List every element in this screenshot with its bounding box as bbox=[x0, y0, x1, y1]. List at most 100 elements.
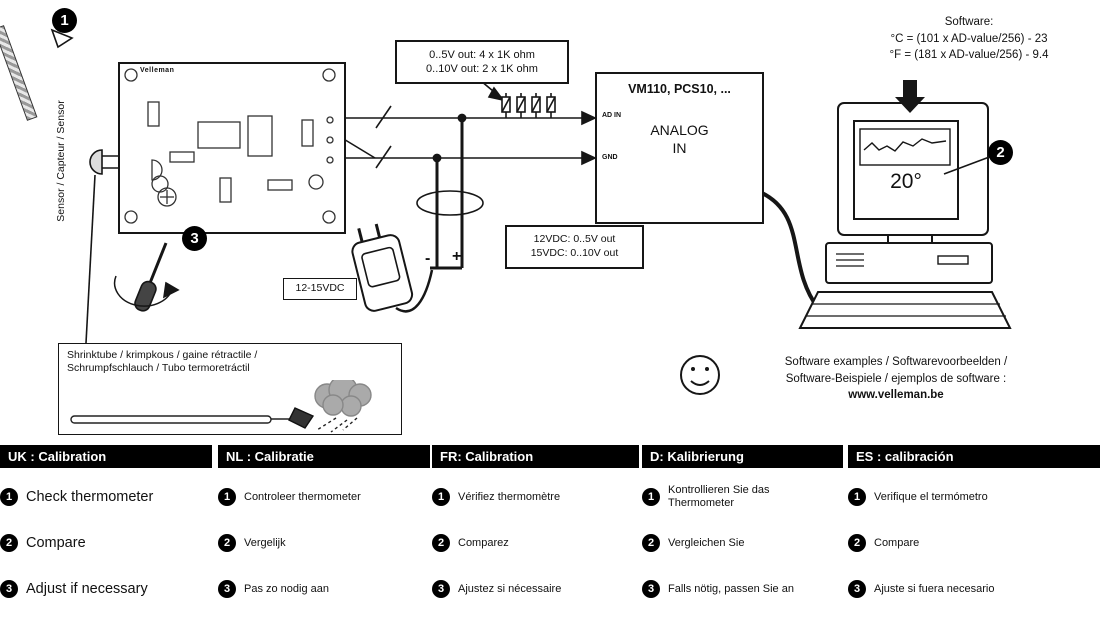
step-number-icon: 3 bbox=[432, 580, 450, 598]
junction-dot-minus bbox=[432, 153, 442, 163]
step-badge-1: 1 bbox=[52, 8, 77, 33]
software-formulas: Software: °C = (101 x AD-value/256) - 23… bbox=[845, 14, 1093, 64]
list-item: 3 Adjust if necessary bbox=[0, 566, 212, 612]
arrowhead-resistors bbox=[487, 86, 505, 102]
waveform-frame bbox=[859, 128, 951, 166]
smiley-icon bbox=[680, 355, 720, 395]
column-header-uk: UK : Calibration bbox=[0, 445, 212, 468]
resistor-array bbox=[501, 93, 556, 118]
step-label: Adjust if necessary bbox=[26, 580, 148, 597]
step-label: Compare bbox=[26, 534, 86, 551]
step-number-icon: 2 bbox=[642, 534, 660, 552]
cable-slash-1 bbox=[375, 105, 392, 129]
step-label: Kontrollieren Sie das Thermometer bbox=[668, 484, 770, 509]
computer-illustration bbox=[798, 102, 1012, 329]
formula-fahrenheit: °F = (181 x AD-value/256) - 9.4 bbox=[889, 49, 1049, 62]
sensor-vertical-label: Sensor / Capteur / Sensor bbox=[55, 100, 67, 222]
shrinktube-text: Shrinktube / krimpkous / gaine rétractil… bbox=[59, 344, 401, 375]
module-analog-in-label: ANALOG IN bbox=[597, 122, 762, 157]
list-item: 2 Comparez bbox=[432, 520, 639, 566]
pc-cable bbox=[759, 190, 820, 310]
examples-line2: Software-Beispiele / ejemplos de softwar… bbox=[785, 372, 1007, 385]
module-title: VM110, PCS10, ... bbox=[628, 82, 731, 96]
in-word: IN bbox=[672, 139, 687, 156]
steps-fr: 1 Vérifiez thermomètre 2 Comparez 3 Ajus… bbox=[432, 468, 639, 612]
shrinktube-box: Shrinktube / krimpkous / gaine rétractil… bbox=[58, 343, 402, 435]
examples-line1: Software examples / Softwarevoorbeelden … bbox=[784, 356, 1008, 368]
junction-dot-plus bbox=[457, 113, 467, 123]
steps-nl: 1 Controleer thermometer 2 Vergelijk 3 P… bbox=[218, 468, 430, 612]
step-label: Falls nötig, passen Sie an bbox=[668, 582, 794, 595]
column-header-es: ES : calibración bbox=[848, 445, 1100, 468]
list-item: 3 Falls nötig, passen Sie an bbox=[642, 566, 843, 612]
column-header-de: D: Kalibrierung bbox=[642, 445, 843, 468]
voltage-output-line2: 15VDC: 0..10V out bbox=[530, 247, 619, 259]
adapter-cord bbox=[395, 269, 434, 313]
waveform-line bbox=[863, 138, 947, 152]
cursor-arrow-icon bbox=[50, 28, 74, 49]
wire-mid bbox=[341, 137, 376, 159]
drive-slot bbox=[937, 255, 969, 265]
steps-es: 1 Verifique el termómetro 2 Compare 3 Aj… bbox=[848, 468, 1100, 612]
voltage-output-line1: 12VDC: 0..5V out bbox=[533, 233, 616, 246]
list-item: 1 Controleer thermometer bbox=[218, 474, 430, 520]
power-adapter bbox=[351, 223, 414, 312]
list-item: 2 Compare bbox=[0, 520, 212, 566]
step-number-icon: 1 bbox=[218, 488, 236, 506]
list-item: 1 Vérifiez thermomètre bbox=[432, 474, 639, 520]
desktop-case bbox=[825, 242, 993, 284]
minus-sign: - bbox=[425, 250, 431, 267]
formula-celsius: °C = (101 x AD-value/256) - 23 bbox=[890, 32, 1048, 45]
step-number-icon: 3 bbox=[642, 580, 660, 598]
list-item: 1 Check thermometer bbox=[0, 474, 212, 520]
step-label: Ajuste si fuera necesario bbox=[874, 582, 995, 595]
sensor-component bbox=[89, 149, 103, 175]
port-gnd-label: GND bbox=[602, 154, 618, 161]
down-arrow-icon bbox=[895, 80, 925, 113]
psu-label-box: 12-15VDC bbox=[283, 278, 357, 300]
list-item: 2 Compare bbox=[848, 520, 1100, 566]
list-item: 3 Ajustez si nécessaire bbox=[432, 566, 639, 612]
badge2-pointer-line bbox=[943, 155, 993, 175]
pcb-components bbox=[124, 68, 336, 224]
steps-de: 1 Kontrollieren Sie das Thermometer 2 Ve… bbox=[642, 468, 843, 612]
list-item: 2 Vergelijk bbox=[218, 520, 430, 566]
analog-module-box: VM110, PCS10, ... AD IN GND ANALOG IN bbox=[595, 72, 764, 224]
step-number-icon: 2 bbox=[432, 534, 450, 552]
step-label: Comparez bbox=[458, 536, 509, 549]
monitor-stand bbox=[887, 234, 933, 244]
cable-loop bbox=[416, 190, 484, 216]
resistor-info-box: 0..5V out: 4 x 1K ohm 0..10V out: 2 x 1K… bbox=[395, 40, 569, 84]
keyboard bbox=[798, 291, 1012, 329]
step-number-icon: 2 bbox=[0, 534, 18, 552]
list-item: 3 Ajuste si fuera necesario bbox=[848, 566, 1100, 612]
step-label: Vérifiez thermomètre bbox=[458, 490, 561, 503]
step-badge-3: 3 bbox=[182, 226, 207, 251]
software-title: Software: bbox=[944, 16, 994, 28]
plus-sign: + bbox=[452, 248, 462, 265]
analog-word: ANALOG bbox=[650, 122, 709, 138]
step-number-icon: 1 bbox=[642, 488, 660, 506]
calibration-column-de: D: Kalibrierung 1 Kontrollieren Sie das … bbox=[642, 445, 843, 612]
list-item: 1 Kontrollieren Sie das Thermometer bbox=[642, 474, 843, 520]
arrowhead-adin bbox=[581, 110, 597, 126]
step-number-icon: 3 bbox=[0, 580, 18, 598]
psu-voltage-label: 12-15VDC bbox=[295, 282, 345, 295]
arrowhead-gnd bbox=[581, 150, 597, 166]
step-number-icon: 1 bbox=[0, 488, 18, 506]
resistor-info-line1: 0..5V out: 4 x 1K ohm bbox=[429, 48, 535, 61]
step-label: Compare bbox=[874, 536, 920, 549]
voltage-output-box: 12VDC: 0..5V out 15VDC: 0..10V out bbox=[505, 225, 644, 269]
shrinktube-line1: Shrinktube / krimpkous / gaine rétractil… bbox=[67, 349, 258, 361]
list-item: 3 Pas zo nodig aan bbox=[218, 566, 430, 612]
step-number-icon: 3 bbox=[848, 580, 866, 598]
calibration-column-nl: NL : Calibratie 1 Controleer thermometer… bbox=[218, 445, 430, 612]
step-number-icon: 3 bbox=[218, 580, 236, 598]
velleman-url: www.velleman.be bbox=[848, 389, 944, 402]
temperature-reading: 20° bbox=[890, 170, 922, 193]
cable-slash-2 bbox=[375, 145, 392, 169]
pcb-board: Velleman bbox=[118, 62, 346, 234]
column-header-nl: NL : Calibratie bbox=[218, 445, 430, 468]
